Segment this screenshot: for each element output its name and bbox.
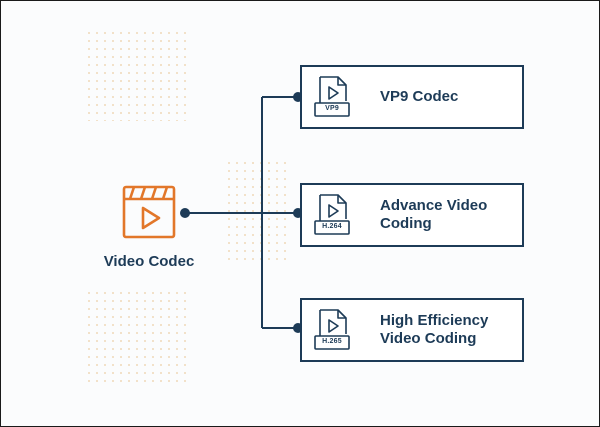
codec-box-h264: H.264 Advance Video Coding (300, 183, 524, 247)
decorative-dot-grid (87, 291, 187, 386)
decorative-dot-grid (227, 161, 287, 261)
connector-node (180, 208, 190, 218)
file-play-icon: H.265 (314, 308, 358, 352)
main-label: Video Codec (103, 253, 195, 270)
file-play-icon: H.264 (314, 193, 358, 237)
codec-box-vp9: VP9 VP9 Codec (300, 65, 524, 129)
file-play-icon: VP9 (314, 75, 358, 119)
file-extension-label: VP9 (325, 105, 339, 112)
codec-box-h265: H.265 High Efficiency Video Coding (300, 298, 524, 362)
video-clapper-icon (121, 184, 177, 240)
file-extension-label: H.264 (322, 223, 342, 230)
file-extension-label: H.265 (322, 338, 342, 345)
decorative-dot-grid (87, 31, 187, 121)
codec-label: VP9 Codec (380, 88, 459, 105)
codec-label: Advance Video Coding (380, 197, 488, 232)
codec-label: High Efficiency Video Coding (380, 312, 489, 347)
